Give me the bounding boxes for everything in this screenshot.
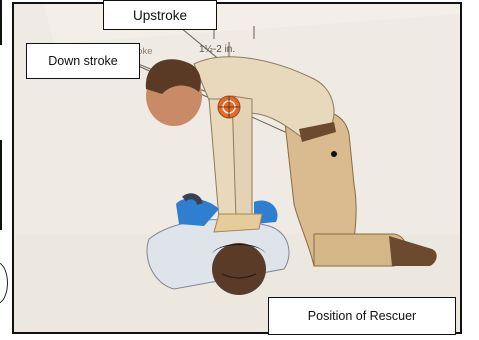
left-page-edge bbox=[0, 140, 2, 230]
upstroke-label: Upstroke bbox=[103, 0, 217, 30]
measure-text: 1½-2 in. bbox=[199, 44, 235, 55]
left-page-edge-curve bbox=[0, 262, 8, 304]
compression-target-icon bbox=[218, 96, 240, 118]
down-stroke-label: Down stroke bbox=[26, 43, 140, 79]
left-page-edge bbox=[0, 0, 2, 45]
hip-pivot-dot bbox=[331, 151, 337, 157]
position-of-rescuer-label: Position of Rescuer bbox=[268, 297, 456, 335]
rescuer-hands bbox=[214, 214, 262, 232]
victim-head bbox=[212, 243, 266, 295]
